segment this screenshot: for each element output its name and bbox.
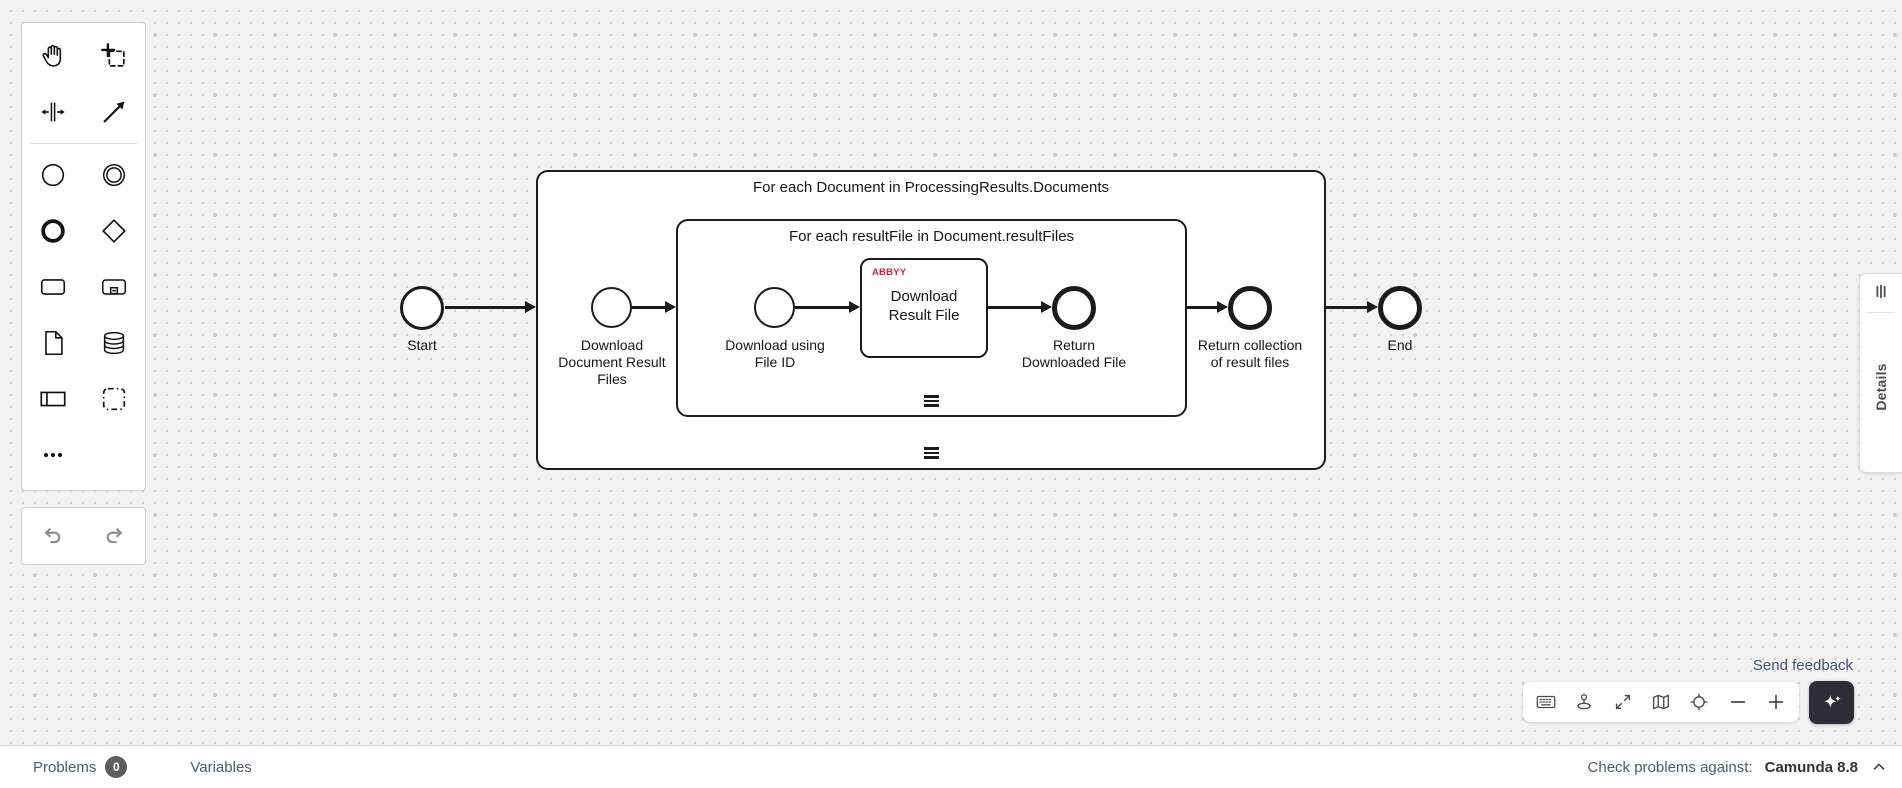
- intermediate-event-icon: [103, 163, 126, 187]
- return-collection-end-event[interactable]: [1228, 286, 1272, 330]
- hand-mode-button[interactable]: [1569, 687, 1599, 717]
- sequence-flow[interactable]: [795, 301, 860, 313]
- redo-icon: [106, 528, 123, 544]
- end-event[interactable]: [1378, 286, 1422, 330]
- more-tools-icon: [43, 452, 62, 458]
- create-intermediate-event-button[interactable]: [84, 147, 146, 203]
- lasso-tool-icon: [101, 43, 125, 67]
- gateway-icon: [102, 219, 126, 243]
- create-task-button[interactable]: [22, 259, 84, 315]
- reset-zoom-button[interactable]: [1684, 687, 1714, 717]
- outer-multi-instance-marker: [924, 447, 939, 461]
- abbyy-logo: ABBYY: [872, 267, 907, 278]
- problems-count-badge: 0: [105, 756, 128, 778]
- start-event-label[interactable]: Start: [407, 337, 437, 353]
- minimap-button[interactable]: [1646, 687, 1676, 717]
- problems-label: Problems: [33, 758, 97, 776]
- data-store-icon: [104, 331, 125, 355]
- engine-version-selector[interactable]: Camunda 8.8: [1764, 758, 1858, 776]
- subprocess-icon: [102, 279, 127, 295]
- zoom-in-icon: [1768, 694, 1784, 710]
- return-downloaded-file-end-event[interactable]: [1052, 286, 1096, 330]
- undo-icon: [44, 528, 61, 544]
- expand-icon: [1615, 694, 1630, 710]
- palette-separator: [30, 143, 137, 144]
- zoom-out-button[interactable]: [1723, 687, 1753, 717]
- hand-tool-icon: [42, 44, 61, 67]
- undo-redo-toolbar: [21, 507, 146, 565]
- return-collection-label[interactable]: Return collection of result files: [1197, 337, 1303, 371]
- hand-tool-button[interactable]: [22, 28, 84, 84]
- end-event-icon: [41, 219, 65, 243]
- global-connect-button[interactable]: [84, 84, 146, 140]
- sequence-flow[interactable]: [445, 301, 536, 313]
- create-group-button[interactable]: [84, 371, 146, 427]
- fit-viewport-button[interactable]: [1608, 687, 1638, 717]
- end-event-label[interactable]: End: [1387, 337, 1413, 353]
- properties-panel-icon[interactable]: [1873, 283, 1890, 305]
- problems-tab[interactable]: Problems 0: [33, 756, 128, 778]
- crosshair-icon: [1690, 693, 1708, 711]
- details-tab-divider: [1867, 312, 1895, 313]
- sequence-flow[interactable]: [1326, 301, 1378, 313]
- space-tool-button[interactable]: [22, 84, 84, 140]
- zoom-in-button[interactable]: [1761, 687, 1791, 717]
- check-problems-label: Check problems against:: [1587, 758, 1753, 776]
- create-subprocess-button[interactable]: [84, 259, 146, 315]
- keyboard-shortcuts-button[interactable]: [1531, 687, 1561, 717]
- participant-icon: [40, 391, 66, 407]
- global-connect-icon: [103, 101, 125, 123]
- space-tool-icon: [41, 102, 65, 122]
- download-doc-results-label[interactable]: Download Document Result Files: [558, 337, 666, 388]
- zoom-out-icon: [1730, 701, 1745, 703]
- sparkle-icon: [1823, 694, 1841, 708]
- ai-copilot-button[interactable]: [1809, 681, 1854, 724]
- task-icon: [40, 279, 65, 295]
- create-participant-button[interactable]: [22, 371, 84, 427]
- keyboard-icon: [1536, 695, 1556, 709]
- create-gateway-button[interactable]: [84, 203, 146, 259]
- sequence-flow[interactable]: [632, 301, 676, 313]
- chevron-up-icon[interactable]: [1870, 758, 1888, 776]
- task-label: Download Result File: [888, 288, 960, 324]
- variables-tab[interactable]: Variables: [190, 759, 251, 776]
- outer-subprocess-title: For each Document in ProcessingResults.D…: [753, 179, 1109, 196]
- sequence-flow[interactable]: [1187, 301, 1228, 313]
- start-event-icon: [41, 163, 64, 187]
- minimap-icon: [1652, 694, 1670, 710]
- lasso-tool-button[interactable]: [84, 28, 146, 84]
- send-feedback-link[interactable]: Send feedback: [1752, 657, 1853, 674]
- start-event[interactable]: [400, 286, 444, 330]
- data-object-icon: [44, 330, 63, 356]
- download-using-fileid-start-event[interactable]: [754, 287, 795, 328]
- download-using-fileid-label[interactable]: Download using File ID: [725, 337, 825, 371]
- inner-subprocess-title: For each resultFile in Document.resultFi…: [788, 228, 1075, 245]
- redo-button[interactable]: [94, 516, 134, 556]
- joystick-icon: [1577, 694, 1592, 710]
- create-data-object-button[interactable]: [22, 315, 84, 371]
- status-bar: Problems 0 Variables Check problems agai…: [0, 745, 1902, 788]
- details-tab-label: Details: [1873, 363, 1889, 411]
- create-end-event-button[interactable]: [22, 203, 84, 259]
- more-tools-button[interactable]: [22, 427, 84, 483]
- download-doc-results-start-event[interactable]: [591, 287, 632, 328]
- create-data-store-button[interactable]: [84, 315, 146, 371]
- variables-label: Variables: [190, 758, 252, 776]
- undo-button[interactable]: [33, 516, 73, 556]
- palette: [21, 22, 146, 491]
- canvas-toolbar: [1523, 682, 1799, 722]
- inner-multi-instance-marker: [924, 395, 939, 409]
- group-icon: [103, 387, 126, 411]
- return-downloaded-file-label[interactable]: Return Downloaded File: [1021, 337, 1127, 371]
- download-result-file-task[interactable]: ABBYY Download Result File: [860, 258, 988, 358]
- details-panel-tab[interactable]: Details: [1859, 273, 1902, 473]
- create-start-event-button[interactable]: [22, 147, 84, 203]
- sequence-flow[interactable]: [988, 301, 1052, 313]
